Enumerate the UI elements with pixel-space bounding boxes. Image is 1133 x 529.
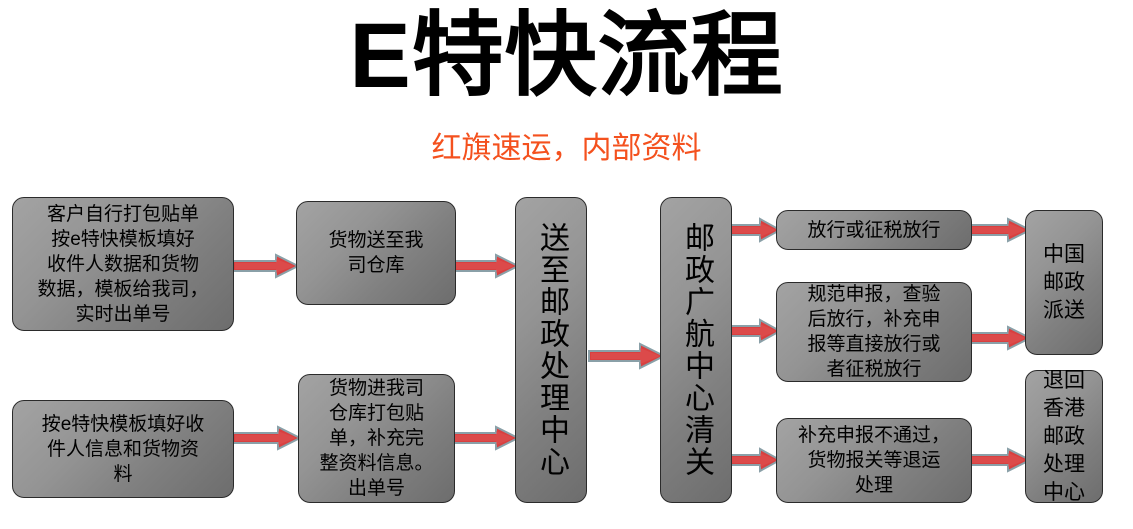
node-goods-to-warehouse-text: 货物送至我 司仓库 — [328, 230, 424, 276]
arrow-n4-to-n6 — [726, 318, 782, 344]
node-customer-pack-label[interactable]: 客户自行打包贴单 按e特快模板填好 收件人数据和货物 数据，模板给我司， 实时出… — [12, 197, 234, 331]
arrow-n4-to-n7 — [726, 447, 782, 473]
node-goods-in-warehouse-pack-text: 货物进我司 仓库打包贴 单，补充完 整资料信息。 出单号 — [319, 378, 434, 499]
node-declaration-failed[interactable]: 补充申报不通过， 货物报关等退运 处理 — [776, 418, 972, 503]
node-post-air-customs-text: 邮政广航中心清关 — [680, 222, 713, 478]
arrow-n7-to-n9 — [966, 447, 1032, 473]
node-china-post-delivery-text: 中国 邮政 派送 — [1043, 242, 1085, 322]
node-fill-template-info[interactable]: 按e特快模板填好收 件人信息和货物资 料 — [12, 400, 234, 498]
arrow-n2-to-n3 — [452, 253, 520, 279]
node-standard-declaration-text: 规范申报，查验 后放行，补充申 报等直接放行或 者征税放行 — [807, 284, 941, 380]
node-release-or-tax[interactable]: 放行或征税放行 — [776, 210, 972, 250]
node-send-to-post-center[interactable]: 送至邮政处理中心 — [515, 197, 587, 503]
arrow-n4-to-n5 — [726, 217, 782, 243]
node-customer-pack-label-text: 客户自行打包贴单 按e特快模板填好 收件人数据和货物 数据，模板给我司， 实时出… — [37, 203, 209, 325]
node-release-or-tax-text: 放行或征税放行 — [807, 219, 941, 241]
page-subtitle: 红旗速运，内部资料 — [431, 132, 702, 165]
node-china-post-delivery[interactable]: 中国 邮政 派送 — [1025, 210, 1103, 355]
node-declaration-failed-text: 补充申报不通过， 货物报关等退运 处理 — [797, 425, 950, 496]
arrow-n11-to-n3 — [452, 425, 520, 451]
node-return-hk-post-center-text: 退回 香港 邮政 处理 中心 — [1043, 368, 1085, 504]
node-send-to-post-center-text: 送至邮政处理中心 — [535, 222, 568, 478]
arrow-n3-to-n4 — [588, 342, 666, 370]
arrow-n6-to-n8 — [966, 325, 1032, 351]
arrow-n1-to-n2 — [232, 253, 300, 279]
node-goods-to-warehouse[interactable]: 货物送至我 司仓库 — [296, 201, 456, 305]
node-goods-in-warehouse-pack[interactable]: 货物进我司 仓库打包贴 单，补充完 整资料信息。 出单号 — [298, 374, 455, 503]
arrow-n5-to-n8 — [966, 217, 1032, 243]
node-fill-template-info-text: 按e特快模板填好收 件人信息和货物资 料 — [41, 413, 205, 485]
node-post-air-customs[interactable]: 邮政广航中心清关 — [660, 197, 732, 503]
arrow-n10-to-n11 — [232, 425, 302, 451]
node-standard-declaration[interactable]: 规范申报，查验 后放行，补充申 报等直接放行或 者征税放行 — [776, 282, 972, 382]
page-title: E特快流程 — [349, 5, 784, 107]
node-return-hk-post-center[interactable]: 退回 香港 邮政 处理 中心 — [1025, 369, 1103, 504]
